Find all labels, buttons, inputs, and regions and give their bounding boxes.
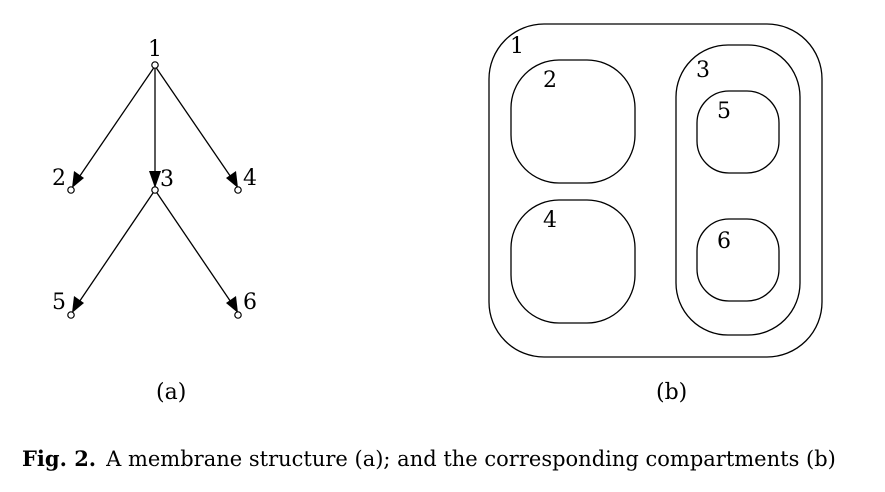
tree-node-1 xyxy=(151,61,159,69)
arrowhead-1-2 xyxy=(72,171,84,188)
tree-label-5: 5 xyxy=(52,290,66,315)
figure-caption: Fig. 2. A membrane structure (a); and th… xyxy=(22,446,836,471)
arrowhead-1-3 xyxy=(149,171,161,188)
arrowhead-3-5 xyxy=(72,296,84,313)
sublabel-a: (a) xyxy=(156,380,186,405)
caption-text-2: ); and the corresponding compartments ( xyxy=(375,447,814,471)
tree-label-1: 1 xyxy=(148,37,162,62)
compartment-label-3: 3 xyxy=(696,58,710,83)
caption-ref-b: b xyxy=(814,447,827,471)
tree-node-6 xyxy=(234,311,242,319)
compartment-label-2: 2 xyxy=(543,68,557,93)
membrane-6 xyxy=(696,218,780,302)
edge-1-4 xyxy=(154,65,238,187)
arrowhead-3-6 xyxy=(226,296,238,313)
edge-3-5 xyxy=(72,189,156,312)
membrane-tree: 1 2 3 4 5 6 (a) xyxy=(52,37,257,405)
compartment-label-1: 1 xyxy=(510,34,524,59)
caption-prefix: Fig. 2. xyxy=(22,446,96,471)
tree-node-2 xyxy=(67,186,75,194)
membrane-2 xyxy=(510,59,636,184)
membrane-4 xyxy=(510,199,636,324)
caption-text-1: A membrane structure ( xyxy=(105,447,363,471)
tree-label-2: 2 xyxy=(52,166,66,191)
sublabel-b: (b) xyxy=(656,380,687,405)
compartment-label-5: 5 xyxy=(717,99,731,124)
tree-label-6: 6 xyxy=(243,290,257,315)
arrowhead-1-4 xyxy=(226,171,238,188)
tree-node-4 xyxy=(234,186,242,194)
membrane-1 xyxy=(488,23,823,358)
caption-text-3: ) xyxy=(828,447,836,471)
tree-label-3: 3 xyxy=(160,167,174,192)
membrane-5 xyxy=(696,90,780,174)
compartment-label-6: 6 xyxy=(717,229,731,254)
tree-node-3 xyxy=(151,186,159,194)
tree-label-4: 4 xyxy=(243,166,257,191)
edge-3-6 xyxy=(154,189,238,312)
tree-node-5 xyxy=(67,311,75,319)
compartments-diagram: 1 2 3 4 5 6 (b) xyxy=(488,23,823,405)
edge-1-2 xyxy=(72,65,156,187)
caption-ref-a: a xyxy=(363,447,376,471)
membrane-3 xyxy=(675,44,801,336)
compartment-label-4: 4 xyxy=(543,208,557,233)
